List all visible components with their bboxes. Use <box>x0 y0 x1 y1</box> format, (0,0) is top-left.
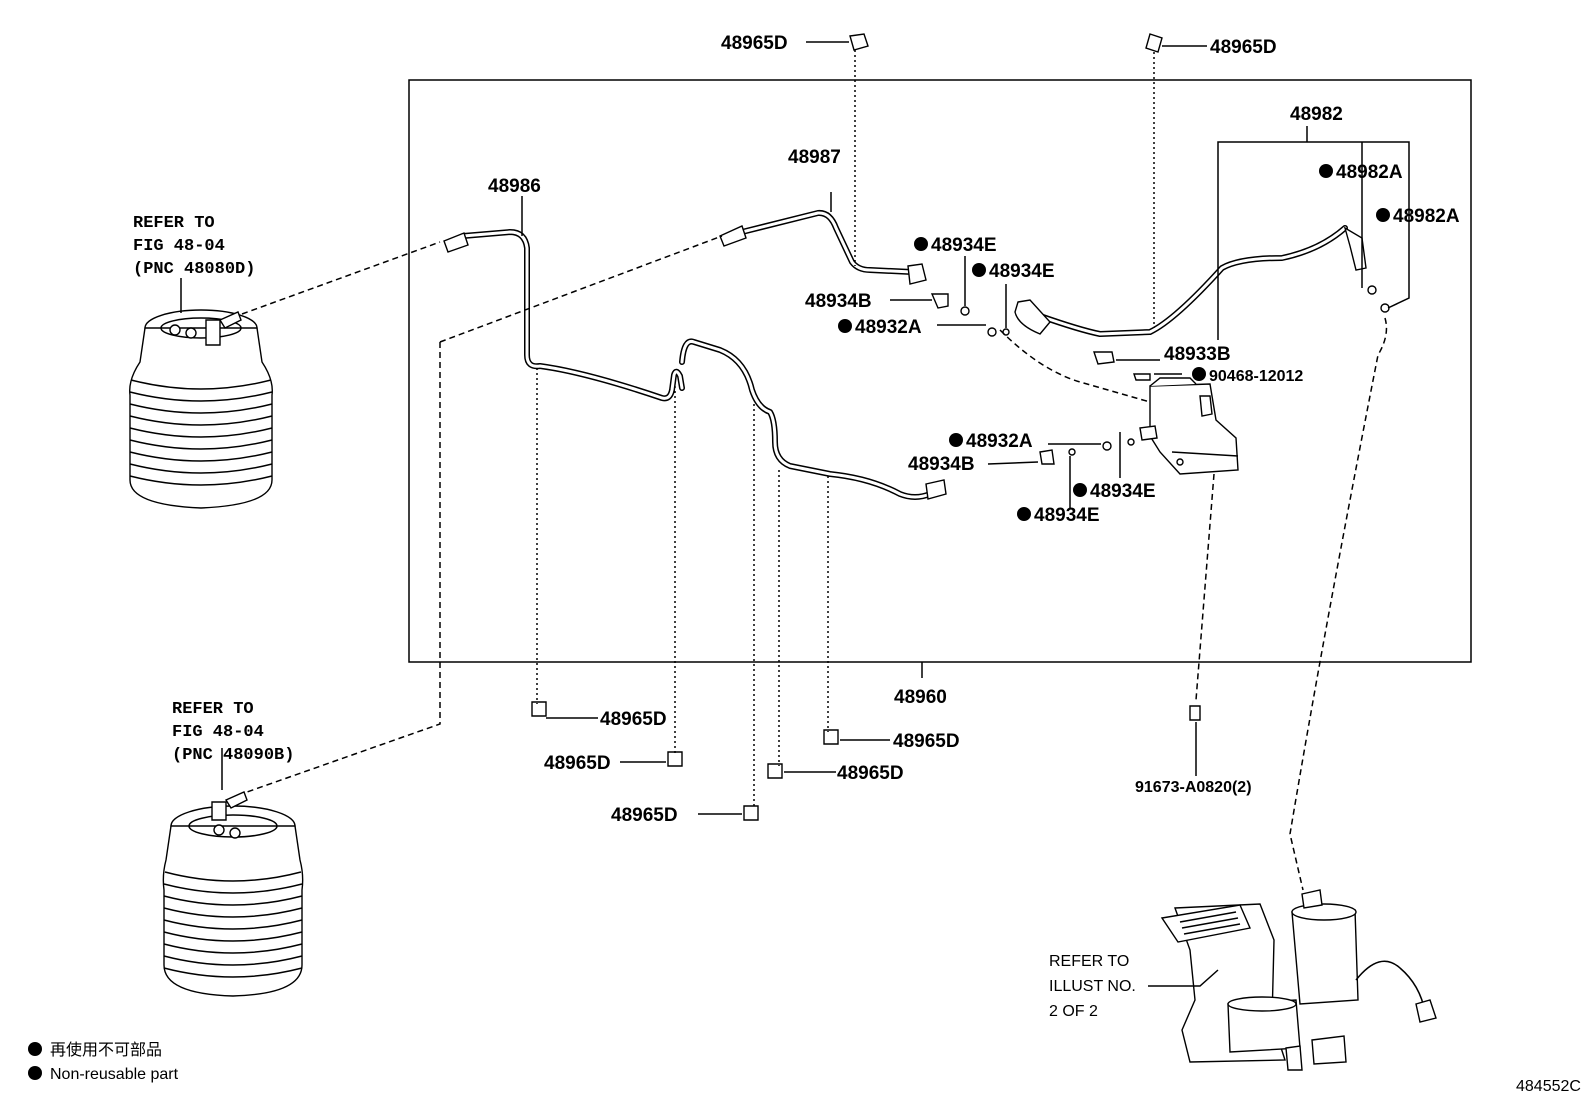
plug-48934b-2-icon <box>1039 449 1055 465</box>
bullet-48982a-1 <box>1319 164 1333 178</box>
refer-front-line1: REFER TO <box>133 214 215 233</box>
rear-air-spring-image <box>162 748 304 997</box>
clip-bottom-1-icon <box>531 701 547 717</box>
refer-rear-line2: FIG 48-04 <box>172 723 264 742</box>
clip-top-left-icon <box>849 33 869 51</box>
bullet-48982a-2 <box>1376 208 1390 222</box>
refer-rear-line3: (PNC 48090B) <box>172 746 294 765</box>
label-o-ring-48934e-4: 48934E <box>1034 505 1100 526</box>
leader-lines <box>521 41 1410 987</box>
label-hose-48982: 48982 <box>1290 104 1343 125</box>
legend-japanese: 再使用不可部品 <box>50 1041 162 1059</box>
label-clip-top-right: 48965D <box>1210 37 1277 58</box>
assembly-frame-48960 <box>408 79 1472 663</box>
label-ring-48932a-1: 48932A <box>855 317 922 338</box>
pipe-48960-main <box>679 338 947 500</box>
refer-note-front: REFER TO FIG 48-04 (PNC 48080D) <box>133 214 255 279</box>
ring-48932a-1-icon <box>987 327 997 337</box>
o-ring-48982a-1-icon <box>1367 285 1377 295</box>
clip-bottom-5-icon <box>743 805 759 821</box>
label-clip-bottom-3: 48965D <box>893 731 960 752</box>
refer-compressor-line2: ILLUST NO. <box>1049 978 1136 995</box>
bracket-48933b-icon <box>1093 351 1115 365</box>
bullet-48932a-2 <box>949 433 963 447</box>
clip-top-right-icon <box>1145 33 1163 53</box>
solenoid-valve-block-image <box>1139 377 1239 475</box>
label-clip-bottom-4: 48965D <box>837 763 904 784</box>
connection-lines <box>241 50 1388 891</box>
o-ring-48982a-2-icon <box>1380 303 1390 313</box>
o-ring-48934e-3-icon <box>1127 438 1135 446</box>
label-assembly-48960: 48960 <box>894 687 947 708</box>
refer-front-line2: FIG 48-04 <box>133 237 225 256</box>
refer-front-line3: (PNC 48080D) <box>133 260 255 279</box>
refer-note-rear: REFER TO FIG 48-04 (PNC 48090B) <box>172 700 294 765</box>
clip-bottom-4-icon <box>767 763 783 779</box>
o-ring-48934e-1-icon <box>960 306 970 316</box>
label-screw-90468: 90468-12012 <box>1209 368 1303 385</box>
bullet-48932a-1 <box>838 319 852 333</box>
refer-note-compressor: REFER TO ILLUST NO. 2 OF 2 <box>1049 953 1136 1020</box>
label-ring-48932a-2: 48932A <box>966 431 1033 452</box>
bullet-48934e-2 <box>972 263 986 277</box>
refer-compressor-line1: REFER TO <box>1049 953 1129 970</box>
o-ring-48934e-4-icon <box>1068 448 1076 456</box>
label-clip-bottom-5: 48965D <box>611 805 678 826</box>
bolt-91673-icon <box>1189 705 1201 721</box>
label-plug-48934b-1: 48934B <box>805 291 872 312</box>
label-bolt-91673: 91673-A0820(2) <box>1135 779 1252 796</box>
legend-bullet-en <box>28 1066 42 1080</box>
plug-48934b-1-icon <box>930 293 949 309</box>
bullet-48934e-3 <box>1073 483 1087 497</box>
hose-48982 <box>1014 225 1367 337</box>
front-air-spring-image <box>129 278 273 509</box>
label-o-ring-48934e-3: 48934E <box>1090 481 1156 502</box>
legend-english: Non-reusable part <box>50 1066 179 1083</box>
illustration-id: 484552C <box>1516 1078 1581 1095</box>
label-plug-48934b-2: 48934B <box>908 454 975 475</box>
bullet-48934e-1 <box>914 237 928 251</box>
pipe-48987 <box>719 209 927 285</box>
screw-90468-icon <box>1133 373 1151 381</box>
clip-bottom-2-icon <box>667 751 683 767</box>
clip-bottom-3-icon <box>823 729 839 745</box>
refer-compressor-line3: 2 OF 2 <box>1049 1003 1098 1020</box>
label-o-ring-48934e-2: 48934E <box>989 261 1055 282</box>
label-o-ring-48982a-1: 48982A <box>1336 162 1403 183</box>
ring-48932a-2-icon <box>1102 441 1112 451</box>
label-clip-top-left: 48965D <box>721 33 788 54</box>
label-pipe-48986: 48986 <box>488 176 541 197</box>
label-pipe-48987: 48987 <box>788 147 841 168</box>
label-o-ring-48934e-1: 48934E <box>931 235 997 256</box>
label-clip-bottom-2: 48965D <box>544 753 611 774</box>
legend-bullet-ja <box>28 1042 42 1056</box>
compressor-assembly-image <box>1160 889 1437 1071</box>
bullet-90468 <box>1192 367 1206 381</box>
label-o-ring-48982a-2: 48982A <box>1393 206 1460 227</box>
pipe-48986 <box>443 229 685 402</box>
bullet-48934e-4 <box>1017 507 1031 521</box>
refer-rear-line1: REFER TO <box>172 700 254 719</box>
label-clip-bottom-1: 48965D <box>600 709 667 730</box>
label-bracket-48933b: 48933B <box>1164 344 1231 365</box>
